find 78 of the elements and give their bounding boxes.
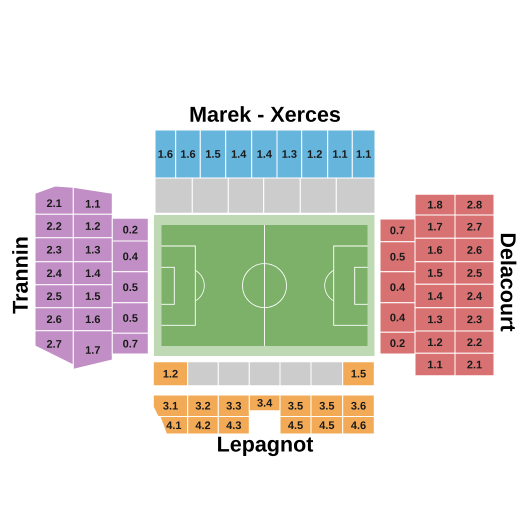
seating-section: 1.4 (251, 130, 278, 178)
seating-section: 3.3 (218, 394, 250, 417)
seating-section: 1.4 (72, 261, 113, 286)
seating-section: 3.5 (280, 394, 312, 417)
seating-section: 0.2 (380, 332, 416, 354)
seating-section: 4.3 (218, 416, 250, 434)
seating-section: 2.6 (454, 238, 494, 262)
seating-section: 2.1 (34, 186, 74, 215)
seating-section: 1.6 (414, 238, 456, 262)
seating-section: 2.8 (454, 194, 494, 216)
seating-section: 1.6 (175, 130, 201, 178)
seating-section: 3.2 (187, 394, 219, 417)
stand-name: Lepagnot (218, 436, 314, 456)
seating-section (228, 178, 264, 214)
seating-section: 2.3 (454, 307, 494, 332)
seating-section (336, 178, 376, 214)
seating-section: 0.2 (112, 218, 149, 242)
seating-section: 3.4 (248, 394, 280, 412)
seating-section: 1.5 (200, 130, 226, 178)
stand-name: Delacourt (500, 234, 516, 332)
seating-section: 1.7 (414, 214, 456, 239)
seating-section: 2.7 (34, 330, 74, 366)
seating-section (310, 361, 344, 386)
seating-section: 2.4 (34, 261, 74, 286)
seating-section: 1.1 (414, 352, 456, 376)
seating-section: 3.1 (152, 394, 188, 417)
seating-section (187, 361, 219, 386)
seating-section: 1.5 (342, 361, 375, 386)
seating-section (300, 178, 337, 214)
seating-section (192, 178, 229, 214)
seating-section: 4.6 (342, 416, 375, 434)
seating-section: 0.4 (380, 271, 416, 304)
seating-section (248, 361, 280, 386)
seating-section: 3.5 (310, 394, 344, 417)
seating-section: 1.5 (414, 261, 456, 285)
seating-section: 1.6 (72, 307, 113, 332)
seating-section: 1.2 (152, 361, 188, 386)
seating-section: 2.4 (454, 284, 494, 308)
seating-section: 2.2 (34, 214, 74, 238)
seating-section: 0.7 (112, 332, 149, 354)
seating-section: 1.6 (154, 130, 176, 178)
seating-section: 0.7 (380, 218, 416, 242)
seating-section: 1.1 (72, 186, 113, 215)
seating-section: 4.5 (310, 416, 344, 434)
seating-section: 1.2 (301, 130, 328, 178)
seating-section: 1.2 (72, 214, 113, 238)
seating-section: 1.5 (72, 284, 113, 308)
seating-section: 4.5 (280, 416, 312, 434)
seating-section: 2.2 (454, 330, 494, 354)
seating-section: 2.7 (454, 214, 494, 239)
seating-section: 1.2 (414, 330, 456, 354)
seating-section: 4.2 (187, 416, 219, 434)
seating-section: 1.8 (414, 194, 456, 216)
seating-section (218, 361, 250, 386)
seating-section: 2.6 (34, 307, 74, 332)
seating-section: 0.5 (112, 271, 149, 304)
seating-section: 3.6 (342, 394, 375, 417)
seating-section: 2.5 (454, 261, 494, 285)
seating-section: 1.1 (327, 130, 353, 178)
seating-section: 2.5 (34, 284, 74, 308)
seating-section: 1.4 (414, 284, 456, 308)
seating-section: 1.7 (72, 330, 113, 370)
seating-section: 0.5 (112, 302, 149, 334)
seating-section: 2.3 (34, 237, 74, 262)
seating-section: 2.1 (454, 352, 494, 376)
seating-section: 1.3 (276, 130, 302, 178)
seating-section (280, 361, 312, 386)
seating-section: 1.3 (72, 237, 113, 262)
seating-section: 0.5 (380, 241, 416, 272)
seating-section: 1.1 (352, 130, 376, 178)
seating-section: 1.3 (414, 307, 456, 332)
seating-section: 0.4 (380, 302, 416, 333)
stand-name: Marek - Xerces (190, 106, 340, 122)
seating-section: 1.4 (225, 130, 252, 178)
stand-name: Trannin (12, 238, 28, 314)
seating-section: 0.4 (112, 240, 149, 272)
seating-section (154, 178, 193, 214)
seating-section (263, 178, 301, 214)
